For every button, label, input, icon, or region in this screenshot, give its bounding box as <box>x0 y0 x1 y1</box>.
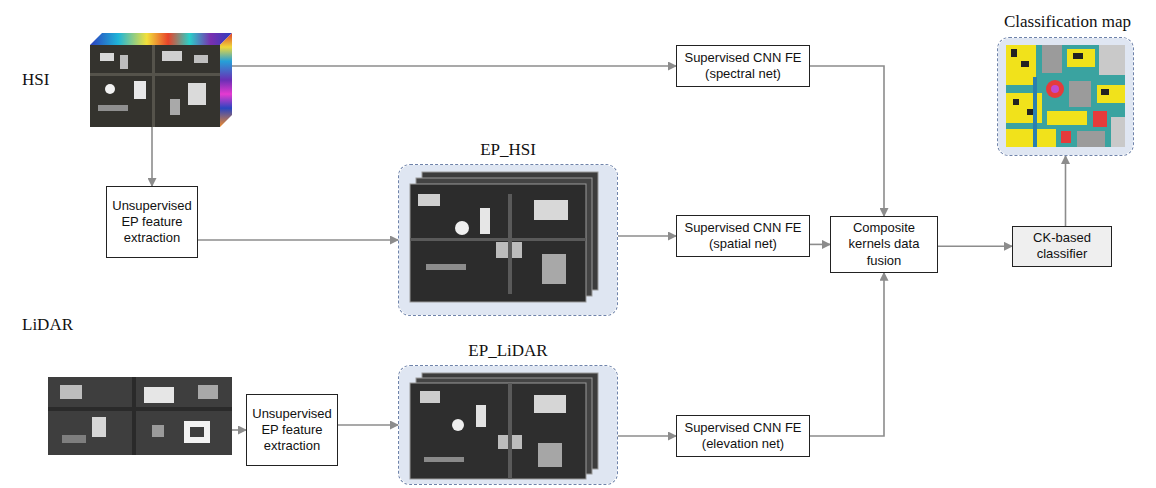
flow-arrow <box>151 127 153 186</box>
process-box: Supervised CNN FE (spatial net) <box>676 215 810 257</box>
hsi-image: HSI <box>90 33 232 127</box>
flow-arrow <box>810 66 884 216</box>
map-panel: Classification map <box>997 37 1134 156</box>
flow-arrow <box>1065 156 1067 226</box>
box-text-group: Unsupervised EP feature extraction <box>112 198 192 247</box>
box-text-group: Supervised CNN FE (spatial net) <box>682 220 804 253</box>
box-label: Supervised CNN FE (spatial net) <box>682 220 804 253</box>
feature-panel: EP_HSI <box>398 164 618 316</box>
hsi-cube <box>90 33 232 127</box>
classifier-box: CK-based classifier <box>1012 226 1112 267</box>
panel-heading: EP_LiDAR <box>399 341 617 361</box>
box-label: Supervised CNN FE (elevation net) <box>682 420 804 453</box>
box-label: Supervised CNN FE (spectral net) <box>682 50 804 83</box>
flow-arrow <box>810 273 884 436</box>
lidar-image <box>48 377 232 455</box>
box-label: Unsupervised EP feature extraction <box>112 198 192 247</box>
box-text-group: Composite kernels data fusion <box>836 220 932 269</box>
flow-arrow <box>232 429 246 431</box>
box-text-group: Supervised CNN FE (spectral net) <box>682 50 804 83</box>
image-label: LiDAR <box>22 315 73 335</box>
classification-map-image <box>997 37 1134 156</box>
flow-arrow <box>618 435 676 437</box>
process-box: Unsupervised EP feature extraction <box>246 394 338 466</box>
panel-heading: Classification map <box>1004 12 1131 32</box>
ep-lidar-images <box>398 365 618 485</box>
flow-arrow <box>198 239 398 241</box>
box-text-group: Unsupervised EP feature extraction <box>252 406 332 455</box>
image-label: HSI <box>22 70 49 90</box>
process-box: Supervised CNN FE (spectral net) <box>676 45 810 87</box>
box-label: CK-based classifier <box>1018 230 1106 263</box>
feature-panel: EP_LiDAR <box>398 365 618 485</box>
process-box: Unsupervised EP feature extraction <box>106 186 198 258</box>
flow-arrow <box>938 246 1012 248</box>
process-box: Supervised CNN FE (elevation net) <box>676 415 810 457</box>
flow-arrow <box>232 65 676 67</box>
box-text-group: Supervised CNN FE (elevation net) <box>682 420 804 453</box>
box-label: Composite kernels data fusion <box>836 220 932 269</box>
panel-heading: EP_HSI <box>399 140 617 160</box>
flow-arrow <box>338 424 398 426</box>
box-text-group: CK-based classifier <box>1018 230 1106 263</box>
ep-hsi-images <box>398 164 618 316</box>
lidar-image: LiDAR <box>48 377 232 455</box>
fusion-box: Composite kernels data fusion <box>830 216 938 273</box>
box-label: Unsupervised EP feature extraction <box>252 406 332 455</box>
flow-arrow <box>618 235 676 237</box>
flow-arrow <box>810 244 830 246</box>
